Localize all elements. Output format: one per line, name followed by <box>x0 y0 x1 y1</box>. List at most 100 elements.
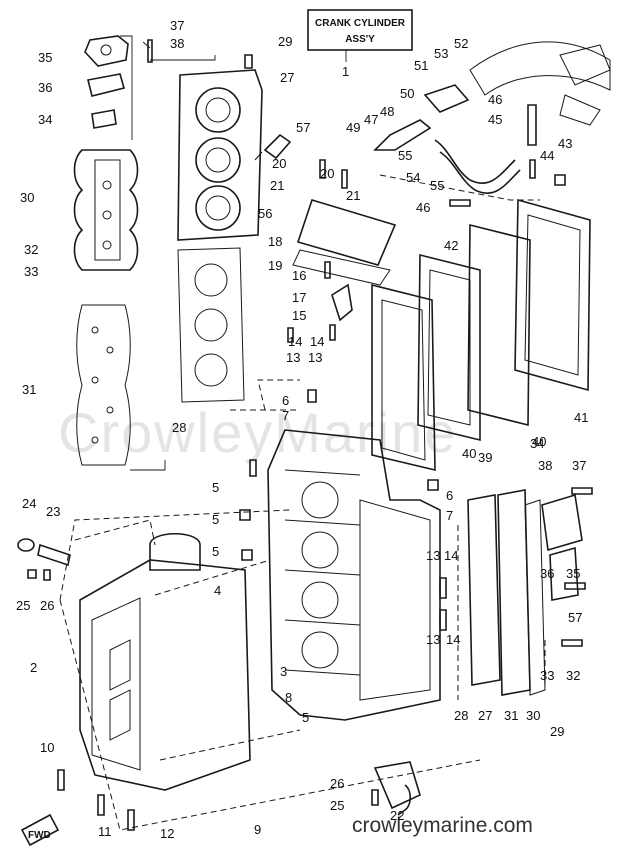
part-callout-19: 19 <box>268 258 282 273</box>
lower-bracket-parts <box>373 761 421 816</box>
part-callout-39: 39 <box>478 450 492 465</box>
part-callout-5: 5 <box>212 512 219 527</box>
part-callout-31: 31 <box>22 382 36 397</box>
part-callout-53: 53 <box>434 46 448 61</box>
part-callout-42: 42 <box>444 238 458 253</box>
part-callout-8: 8 <box>285 690 292 705</box>
part-callout-25: 25 <box>16 598 30 613</box>
crankcase-half <box>74 519 301 791</box>
callout-layer: 3738353634303233312927572020212156181916… <box>16 18 588 841</box>
part-callout-5: 5 <box>212 544 219 559</box>
part-callout-17: 17 <box>292 290 306 305</box>
part-callout-55: 55 <box>430 178 444 193</box>
part-callout-29: 29 <box>278 34 292 49</box>
part-callout-22: 22 <box>390 808 404 823</box>
thermo-sensor <box>254 133 292 161</box>
part-callout-5: 5 <box>212 480 219 495</box>
part-callout-4: 4 <box>214 583 221 598</box>
part-callout-15: 15 <box>292 308 306 323</box>
part-callout-28: 28 <box>454 708 468 723</box>
part-callout-47: 47 <box>364 112 378 127</box>
part-callout-20: 20 <box>320 166 334 181</box>
part-callout-14: 14 <box>446 632 460 647</box>
part-callout-21: 21 <box>346 188 360 203</box>
part-callout-30: 30 <box>526 708 540 723</box>
part-callout-10: 10 <box>40 740 54 755</box>
part-callout-36: 36 <box>540 566 554 581</box>
part-callout-27: 27 <box>280 70 294 85</box>
part-callout-41: 41 <box>574 410 588 425</box>
part-callout-21: 21 <box>270 178 284 193</box>
part-callout-38: 38 <box>170 36 184 51</box>
part-callout-13: 13 <box>426 632 440 647</box>
exhaust-cover-assembly <box>469 41 611 126</box>
part-callout-46: 46 <box>488 92 502 107</box>
part-callout-28: 28 <box>172 420 186 435</box>
part-callout-57: 57 <box>568 610 582 625</box>
part-callout-25: 25 <box>330 798 344 813</box>
part-callout-16: 16 <box>292 268 306 283</box>
part-callout-48: 48 <box>380 104 394 119</box>
part-callout-36: 36 <box>38 80 52 95</box>
part-callout-27: 27 <box>478 708 492 723</box>
part-callout-37: 37 <box>170 18 184 33</box>
part-callout-45: 45 <box>488 112 502 127</box>
part-callout-50: 50 <box>400 86 414 101</box>
title-box: CRANK CYLINDER ASS'Y 1 <box>307 9 413 79</box>
part-callout-49: 49 <box>346 120 360 135</box>
part-callout-35: 35 <box>38 50 52 65</box>
part-callout-23: 23 <box>46 504 60 519</box>
part-callout-52: 52 <box>454 36 468 51</box>
part-callout-37: 37 <box>572 458 586 473</box>
water-jacket-cover <box>292 199 397 286</box>
part-callout-9: 9 <box>254 822 261 837</box>
part-callout-30: 30 <box>20 190 34 205</box>
part-callout-51: 51 <box>414 58 428 73</box>
part-callout-5: 5 <box>302 710 309 725</box>
exhaust-plates <box>371 174 591 472</box>
crankcase-cylinder-block <box>267 429 441 721</box>
part-callout-33: 33 <box>540 668 554 683</box>
part-callout-11: 11 <box>98 824 112 839</box>
assembly-boundaries <box>59 379 481 831</box>
part-callout-12: 12 <box>160 826 174 841</box>
part-callout-7: 7 <box>446 508 453 523</box>
part-callout-32: 32 <box>24 242 38 257</box>
part-callout-31: 31 <box>504 708 518 723</box>
watermark-text: CrowleyMarine <box>58 401 457 464</box>
site-url: crowleymarine.com <box>352 814 533 837</box>
part-callout-32: 32 <box>566 668 580 683</box>
part-callout-34: 34 <box>38 112 52 127</box>
part-callout-38: 38 <box>538 458 552 473</box>
part-callout-18: 18 <box>268 234 282 249</box>
forward-direction-arrow: FWD <box>20 813 60 847</box>
upper-left-small-parts <box>84 35 151 140</box>
title-line-2: ASS'Y <box>345 34 375 45</box>
part-callout-7: 7 <box>282 408 289 423</box>
part-callout-20: 20 <box>272 156 286 171</box>
part-callout-13: 13 <box>426 548 440 563</box>
part-callout-2: 2 <box>30 660 37 675</box>
part-callout-24: 24 <box>22 496 36 511</box>
part-callout-54: 54 <box>406 170 420 185</box>
part-callout-35: 35 <box>566 566 580 581</box>
part-callout-14: 14 <box>288 334 302 349</box>
part-callout-14: 14 <box>310 334 324 349</box>
part-callout-43: 43 <box>558 136 572 151</box>
part-callout-46: 46 <box>416 200 430 215</box>
part-callout-55: 55 <box>398 148 412 163</box>
part-callout-13: 13 <box>286 350 300 365</box>
cylinder-head-cover <box>73 149 139 271</box>
part-callout-6: 6 <box>282 393 289 408</box>
cylinder-head-gasket <box>177 247 245 403</box>
part-callout-34: 34 <box>530 436 544 451</box>
water-hoses <box>373 84 537 194</box>
bolts <box>27 39 593 831</box>
part-callout-33: 33 <box>24 264 38 279</box>
fwd-label: FWD <box>28 830 51 841</box>
part-callout-26: 26 <box>40 598 54 613</box>
part-callout-40: 40 <box>532 434 546 449</box>
part-callout-6: 6 <box>446 488 453 503</box>
title-line-1: CRANK CYLINDER <box>315 18 406 29</box>
